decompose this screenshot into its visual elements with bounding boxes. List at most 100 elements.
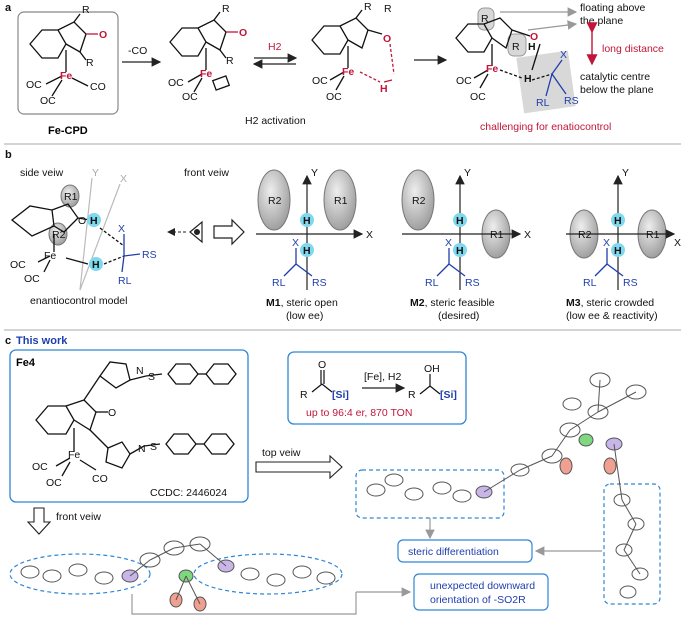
oxygen-label: O: [78, 215, 86, 227]
r-label: R: [300, 389, 308, 401]
iron-label: Fe: [44, 250, 56, 262]
fe4-structure: [35, 361, 237, 477]
silyl-label: [Si]: [440, 389, 457, 401]
h2-label: H2: [268, 41, 282, 53]
hydrogen-label: H: [92, 259, 100, 271]
oc-label: OC: [470, 91, 486, 103]
x-axis-label: X: [524, 229, 531, 241]
oxygen-label: O: [530, 31, 538, 43]
y-axis-label: Y: [311, 167, 318, 179]
ketone-structure: [311, 370, 333, 393]
hydrogen-label: H: [456, 245, 464, 257]
oc-label: OC: [26, 79, 42, 91]
m2-caption: M2, steric feasible: [410, 297, 495, 309]
iron-label: Fe: [342, 66, 354, 78]
rl-label: RL: [583, 277, 597, 289]
r2-label: R2: [52, 229, 66, 241]
panel-c-letter: c: [5, 335, 11, 347]
m2-subcaption: (desired): [438, 310, 479, 322]
iron-label: Fe: [68, 449, 80, 461]
x-label: X: [292, 237, 299, 249]
r1-label: R1: [64, 191, 78, 203]
panel-b-letter: b: [5, 149, 12, 161]
hydrogen-label: H: [614, 245, 622, 257]
hydrogen-label: H: [456, 215, 464, 227]
long-distance-label: long distance: [602, 43, 664, 55]
m3-caption: M3, steric crowded: [566, 297, 654, 309]
iron-label: Fe: [200, 68, 212, 80]
catalytic-plane-shade: [516, 50, 576, 114]
oc-label: OC: [326, 91, 342, 103]
rl-label: RL: [536, 97, 550, 109]
hollow-arrow-icon: [213, 218, 245, 246]
ccdc-label: CCDC: 2446024: [150, 487, 227, 499]
oxygen-label: O: [383, 33, 391, 45]
co-label: CO: [90, 81, 106, 93]
x-axis-label: X: [120, 173, 127, 185]
m1-subcaption: (low ee): [286, 310, 323, 322]
x-axis-label: X: [366, 229, 373, 241]
side-view-model: [10, 177, 141, 291]
alcohol-structure: [419, 374, 441, 395]
hydrogen-label: H: [90, 215, 98, 227]
r-label: R: [512, 41, 520, 53]
oc-label: OC: [312, 75, 328, 87]
unexpected-label-1: unexpected downward: [430, 580, 535, 592]
r-label: R: [408, 389, 416, 401]
panel-a-letter: a: [5, 2, 12, 14]
bracket-line: [131, 592, 357, 615]
r-label: R: [384, 3, 392, 15]
unexpected-label-2: orientation of -SO2R: [430, 594, 526, 606]
y-axis-label: Y: [622, 167, 629, 179]
hollow-arrow-icon: [26, 507, 52, 535]
r2-label: R2: [578, 229, 592, 241]
rs-label: RS: [142, 249, 157, 261]
model-m1: [256, 169, 364, 290]
oc-label: OC: [24, 273, 40, 285]
s-label: S: [148, 371, 155, 383]
rl-label: RL: [425, 277, 439, 289]
floating-label-1: floating above: [580, 2, 646, 14]
steric-differentiation-label: steric differentiation: [408, 546, 499, 558]
fe4-label: Fe4: [16, 357, 36, 369]
hollow-arrow-icon: [255, 454, 343, 480]
panel-b: b side veiw: [5, 149, 681, 322]
r-label: R: [364, 1, 372, 13]
unexpected-orientation-box: [413, 573, 549, 611]
x-axis-label: X: [674, 237, 681, 249]
reagents-label: [Fe], H2: [364, 371, 402, 383]
challenging-label: challenging for enatiocontrol: [480, 121, 611, 133]
catalytic-centre-label-1: catalytic centre: [580, 71, 650, 83]
oc-label: OC: [46, 477, 62, 489]
hydrogen-label: H: [528, 41, 536, 53]
top-view-label: top veiw: [262, 447, 301, 459]
oc-label: OC: [32, 461, 48, 473]
front-view-label: front veiw: [184, 167, 229, 179]
this-work-title: This work: [16, 335, 68, 347]
model-m2: [401, 169, 522, 290]
fe-cpd-structure: [29, 13, 98, 97]
r1-label: R1: [646, 229, 660, 241]
m3-subcaption: (low ee & reactivity): [566, 310, 658, 322]
unsaturated-iron-structure: [169, 11, 238, 93]
r-label: R: [86, 57, 94, 69]
eye-icon: [167, 220, 203, 244]
iron-label: Fe: [486, 63, 498, 75]
steric-differentiation-box: [397, 539, 533, 563]
r-label: R: [481, 13, 489, 25]
rl-label: RL: [272, 277, 286, 289]
x-label: X: [603, 237, 610, 249]
r1-label: R1: [334, 195, 348, 207]
rs-label: RS: [312, 277, 327, 289]
rs-label: RS: [623, 277, 638, 289]
oxygen-label: O: [318, 359, 326, 371]
floating-label-2: the plane: [580, 15, 623, 27]
reaction-scheme-box: [287, 351, 467, 425]
s-label: S: [150, 441, 157, 453]
hydrogen-label: H: [303, 215, 311, 227]
r-label: R: [222, 3, 230, 15]
x-label: X: [445, 237, 452, 249]
r-label: R: [226, 55, 234, 67]
fe-cpd-name: Fe-CPD: [48, 125, 88, 137]
